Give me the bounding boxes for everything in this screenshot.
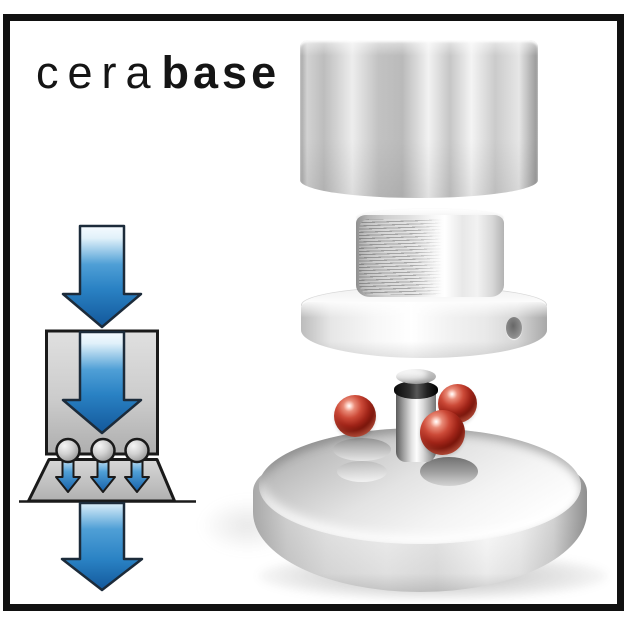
base-recess-right [420,457,478,486]
red-ceramic-ball-front [420,410,465,455]
mini-force-arrow-2 [90,460,116,493]
output-force-arrow [60,501,144,592]
center-post-cap [396,369,436,384]
brand-logo-base: base [161,47,281,98]
mini-force-arrow-1 [55,460,81,493]
brand-logo-cera: cera [36,47,160,98]
center-post-oring [394,381,438,399]
internal-force-arrow [61,330,143,435]
top-cylinder-cap [300,40,538,198]
mounting-disc-side-hole [506,317,522,339]
red-ceramic-ball-left [334,395,376,437]
base-recess-center [337,461,387,482]
mini-force-arrow-3 [124,460,150,493]
threaded-insert [356,215,504,297]
ceramic-ball-2 [90,437,116,464]
thread-grooves [358,219,442,295]
input-force-arrow [61,224,143,329]
base-recess-left [333,438,391,461]
brand-logo: cerabase [36,48,280,98]
ceramic-ball-3 [124,437,150,464]
ceramic-ball-1 [55,437,81,464]
